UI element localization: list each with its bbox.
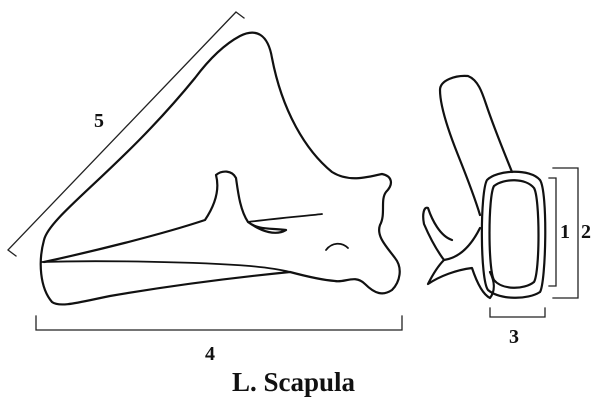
scapula-distal-view	[422, 74, 547, 300]
glenoid-cavity-outer	[480, 170, 547, 299]
measurement-label-4: 4	[205, 343, 215, 365]
measurement-brackets	[7, 11, 579, 331]
coracoid-process-outline	[422, 206, 495, 300]
bracket-2	[552, 167, 579, 299]
measurement-label-2: 2	[581, 221, 591, 243]
bracket-4	[35, 315, 403, 331]
scapula-blade-outline	[39, 31, 401, 306]
spine-ridge-line	[247, 213, 323, 223]
bracket-1	[548, 177, 557, 287]
measurement-label-5: 5	[94, 110, 104, 132]
bracket-3	[489, 307, 546, 318]
glenoid-notch	[325, 242, 349, 251]
blade-inner-contour	[41, 260, 291, 273]
glenoid-cavity-inner	[488, 179, 540, 289]
scapular-spine	[42, 170, 288, 264]
measurement-label-1: 1	[560, 221, 570, 243]
measurement-label-3: 3	[509, 326, 519, 348]
bracket-5	[7, 11, 245, 257]
scapular-neck-outline	[438, 74, 514, 217]
figure-caption: L. Scapula	[232, 367, 356, 397]
scapula-lateral-view	[39, 31, 401, 306]
